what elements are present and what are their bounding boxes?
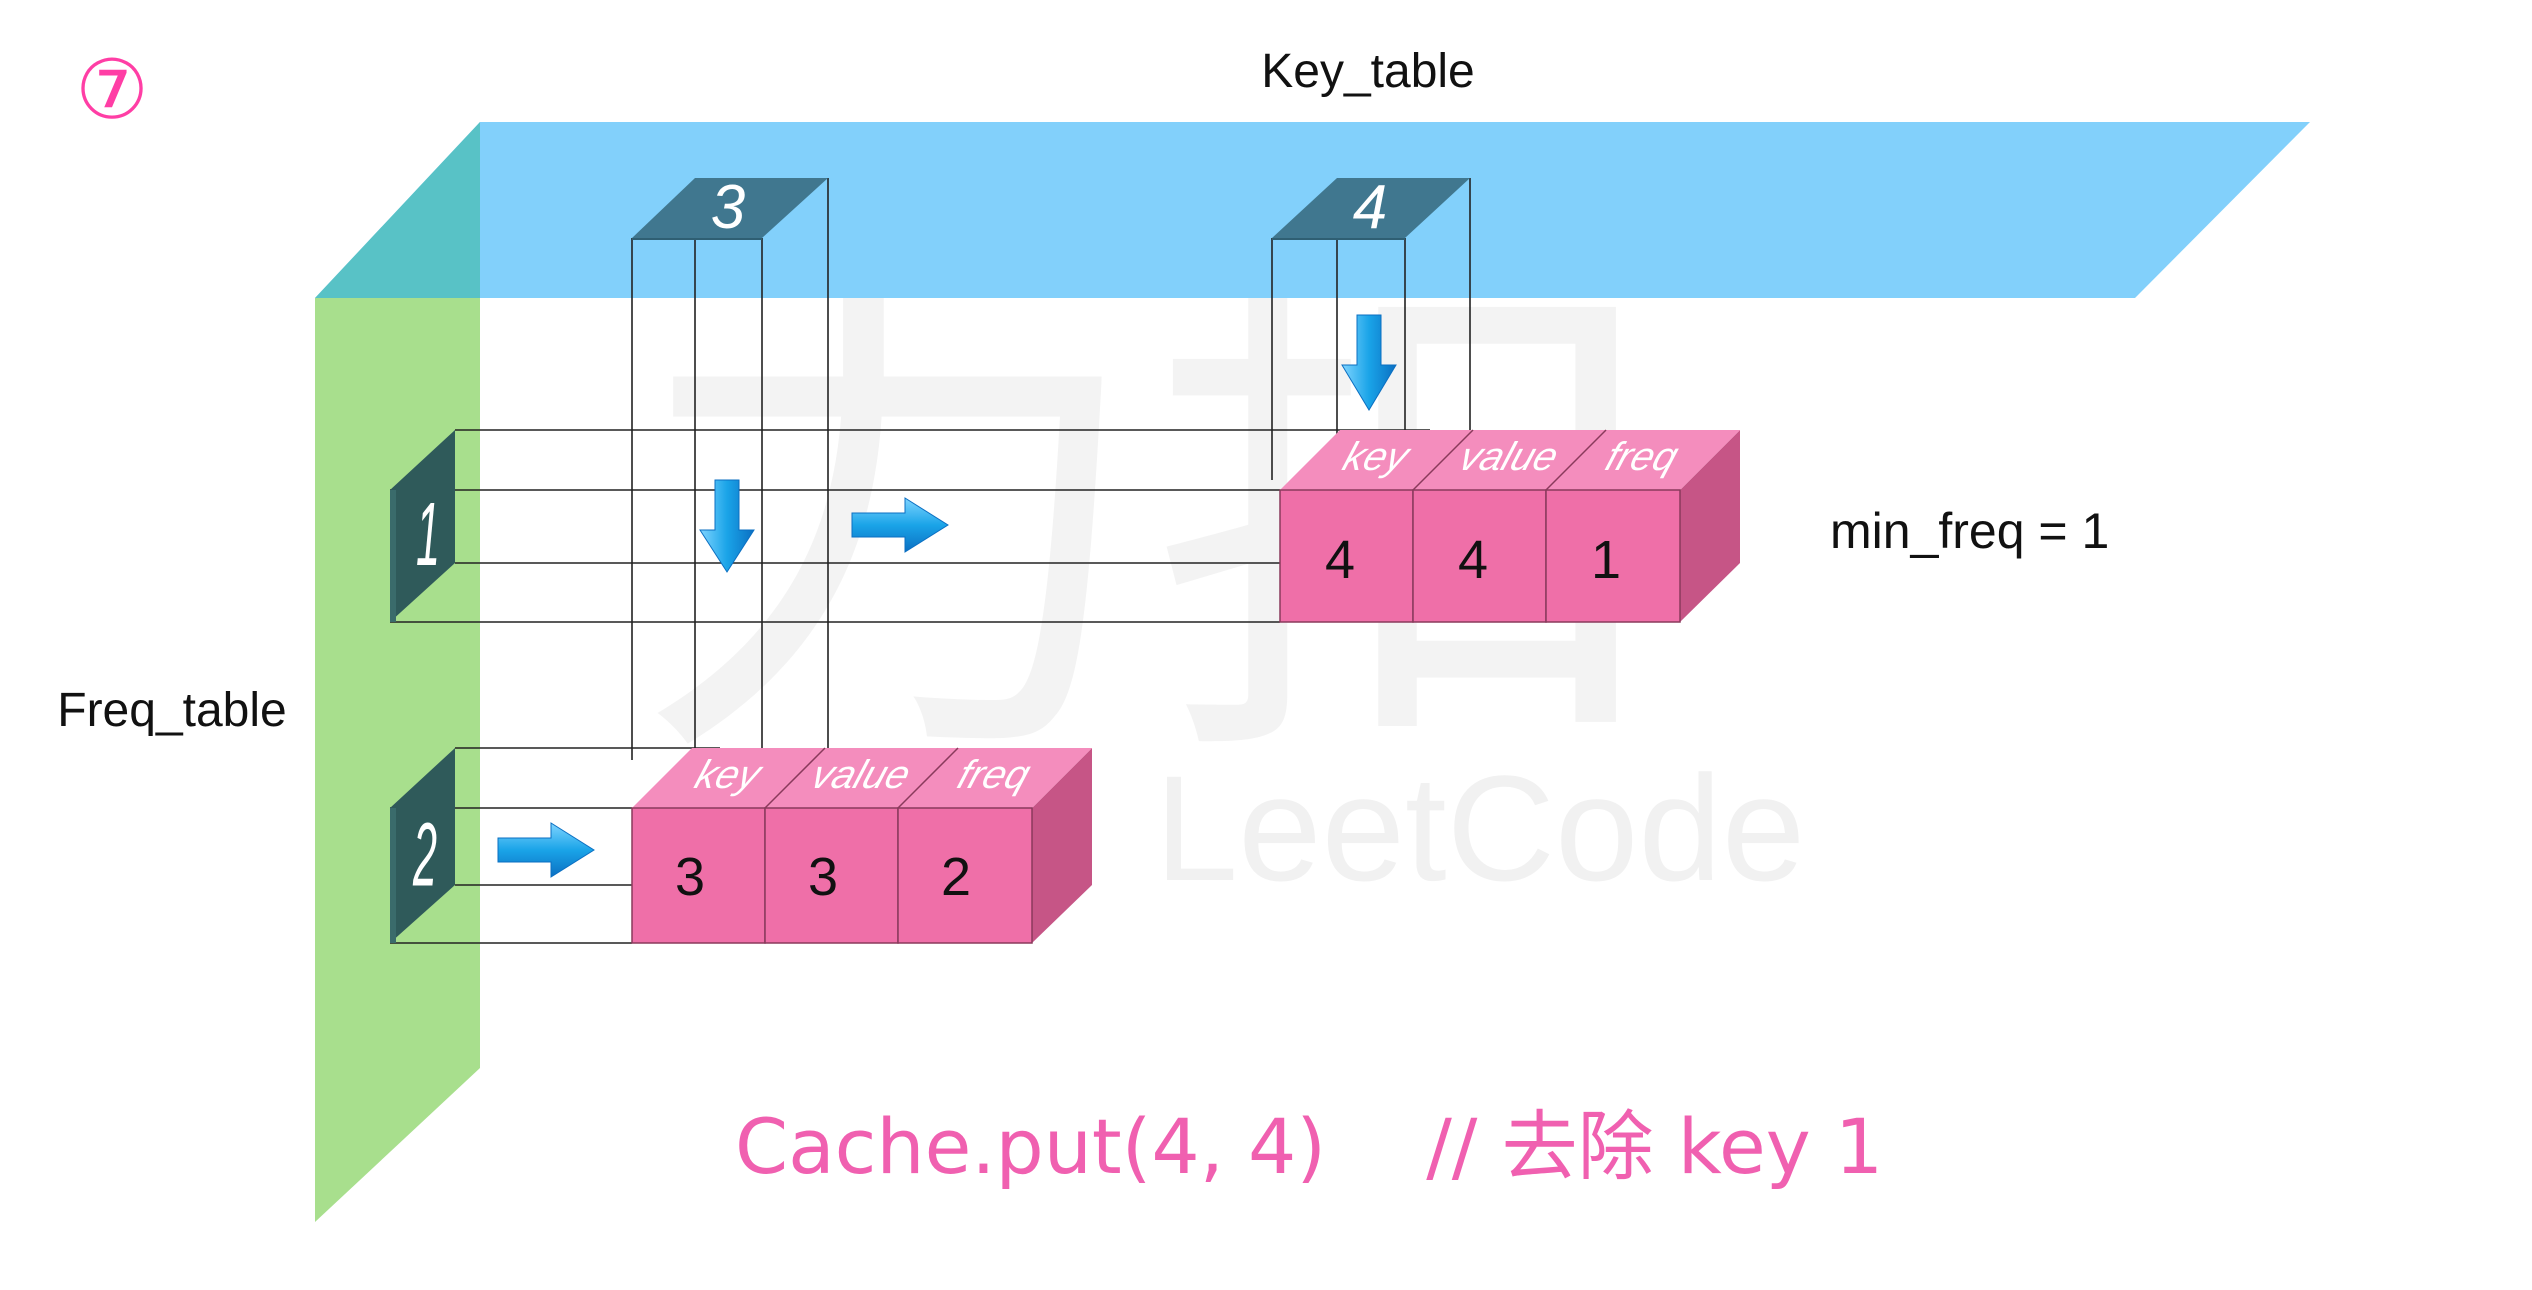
freq-slot-2-guides <box>390 747 720 944</box>
freq-slot-2-face <box>390 808 396 943</box>
freq-slot-1-face <box>390 490 396 622</box>
key-slot-3-label: 3 <box>711 173 745 242</box>
arrow-right-freq-1 <box>851 497 949 553</box>
caption: Cache.put(4, 4) // 去除 key 1 <box>735 1102 1883 1191</box>
node-key-4-cell-value <box>1412 489 1547 623</box>
key-table-corner <box>315 122 480 298</box>
node-key-3-cell-value <box>764 807 899 944</box>
key-slot-4-front <box>1272 238 1405 240</box>
key-slot-3-guides <box>631 178 829 760</box>
arrow-down-key-4 <box>1341 314 1397 411</box>
min-freq-label: min_freq = 1 <box>1830 503 2109 559</box>
freq-slot-2-side <box>390 748 455 943</box>
freq-slot-2: 2 <box>390 748 455 943</box>
watermark-text: LeetCode <box>1155 744 1806 912</box>
node-key-4-side <box>1680 430 1740 622</box>
node-key-3-side <box>1032 748 1092 943</box>
key-slot-3-front <box>632 238 762 240</box>
freq-slot-1: 1 <box>390 430 455 622</box>
node-key-3-key: 3 <box>675 847 705 907</box>
node-key-3-cell-freq <box>897 807 1033 944</box>
node-key-4: key value freq 4 4 1 <box>1279 429 1740 623</box>
key-slot-4-label: 4 <box>1353 173 1387 242</box>
key-slot-3-top <box>632 178 828 238</box>
node-key-4-cell-key <box>1279 489 1414 623</box>
key-slot-4-top <box>1272 178 1470 238</box>
freq-slot-1-side <box>390 430 455 622</box>
freq-slot-1-label: 1 <box>416 483 440 584</box>
freq-table-label: Freq_table <box>57 684 286 737</box>
node-key-4-top <box>1280 430 1740 490</box>
freq-slot-1-guides <box>390 429 1430 623</box>
arrow-right-freq-2 <box>497 822 595 878</box>
key-table-label: Key_table <box>1261 45 1475 98</box>
node-key-3-freq: 2 <box>941 847 971 907</box>
node-key-3-cell-key <box>631 807 766 944</box>
step-marker-glyph: ⑦ <box>75 43 149 138</box>
node-key-3-value: 3 <box>808 847 838 907</box>
node-key-3-top <box>632 748 1092 808</box>
node-key-3: key value freq 3 3 2 <box>631 747 1092 944</box>
node-key-4-cell-freq <box>1545 489 1681 623</box>
node-key-4-header-value: value <box>1454 434 1564 479</box>
step-marker: ⑦ <box>75 43 149 138</box>
arrow-down-key-3 <box>699 479 755 573</box>
node-key-4-value: 4 <box>1458 530 1488 590</box>
freq-table-plane <box>315 298 480 1222</box>
key-slot-3: 3 <box>632 173 828 242</box>
node-key-4-freq: 1 <box>1591 530 1621 590</box>
node-key-4-key: 4 <box>1325 530 1355 590</box>
key-slot-4: 4 <box>1272 173 1470 242</box>
freq-slot-2-label: 2 <box>412 804 437 905</box>
node-key-4-header-freq: freq <box>1600 434 1684 479</box>
node-key-3-header-freq: freq <box>952 752 1036 797</box>
node-key-3-header-value: value <box>806 752 916 797</box>
